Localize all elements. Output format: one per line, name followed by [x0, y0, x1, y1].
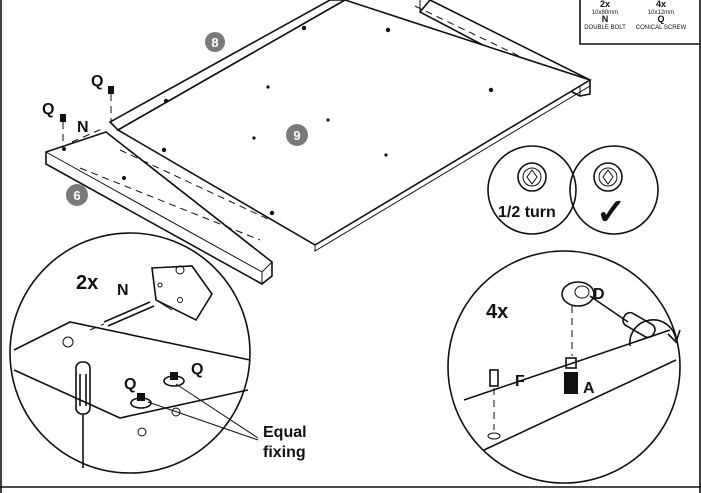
main-assembly: Q Q N 8 9 6	[42, 0, 592, 285]
legend-bolt-count: 2x	[600, 0, 610, 9]
screw-q-top	[108, 86, 114, 124]
step-number-8: 8	[211, 35, 218, 50]
turn-circle-right	[569, 145, 659, 235]
screw-q-detail-left	[130, 393, 152, 409]
legend-screw-letter: Q	[657, 14, 664, 24]
legend-screw-count: 4x	[656, 0, 666, 9]
detail-left-n-label: N	[117, 282, 129, 299]
half-turn-hint: 1/2 turn ✓	[487, 145, 659, 235]
screw-q-detail-right	[163, 372, 185, 387]
panel-board	[116, 0, 592, 252]
step-badge-6: 6	[66, 184, 88, 206]
detail-left-note-line1: Equal	[263, 424, 307, 441]
label-n-main: N	[77, 119, 89, 136]
step-number-9: 9	[293, 128, 300, 143]
turn-circle-left	[487, 145, 577, 235]
screwdriver-right-icon	[589, 295, 656, 339]
detail-right-d-label: D	[593, 286, 605, 303]
detail-left-count: 2x	[76, 272, 98, 294]
note-leader-2	[175, 383, 259, 439]
step-badge-8: 8	[205, 32, 225, 52]
board-edge-right	[463, 329, 677, 451]
dowel-f	[487, 369, 501, 440]
detail-right: 4x D F A	[447, 250, 681, 484]
step-number-6: 6	[73, 188, 80, 203]
detail-left-q-left: Q	[124, 376, 136, 393]
detail-left-note-line2: fixing	[263, 444, 306, 461]
bolt-n-path	[71, 127, 105, 143]
turn-text: 1/2 turn	[498, 204, 556, 221]
cam-lock-turned-icon	[593, 162, 623, 192]
board-edge	[13, 321, 251, 437]
detail-right-f-label: F	[515, 373, 525, 390]
legend-bolt-size: 10x80mm	[592, 10, 618, 16]
detail-right-a-label: A	[583, 380, 595, 397]
cam-lock-d	[561, 281, 595, 356]
checkmark-icon: ✓	[596, 191, 626, 232]
rail-front	[45, 131, 273, 285]
label-q-left: Q	[42, 101, 54, 118]
cam-lock-icon	[517, 162, 547, 192]
label-q-top: Q	[91, 73, 103, 90]
screw-q-left	[60, 114, 66, 146]
step-badge-9: 9	[286, 124, 308, 146]
legend-bolt-letter: N	[602, 14, 609, 24]
rotate-arrow-icon	[629, 319, 681, 347]
detail-left-q-right: Q	[191, 361, 203, 378]
note-leader-1	[147, 401, 259, 441]
screwdriver-icon	[75, 361, 91, 468]
connector-a	[564, 357, 578, 394]
legend-bolt-name: DOUBLE BOLT	[584, 25, 626, 31]
corner-block	[151, 265, 213, 322]
double-bolt	[89, 301, 155, 331]
legend-screw-name: CONICAL SCREW	[636, 25, 687, 31]
detail-right-count: 4x	[486, 301, 508, 323]
legend-screw-size: 10x12mm	[648, 10, 674, 16]
detail-left: 2x N	[9, 232, 307, 474]
parts-legend: 2x 10x80mm N DOUBLE BOLT 4x 10x12mm Q CO…	[579, 0, 700, 45]
